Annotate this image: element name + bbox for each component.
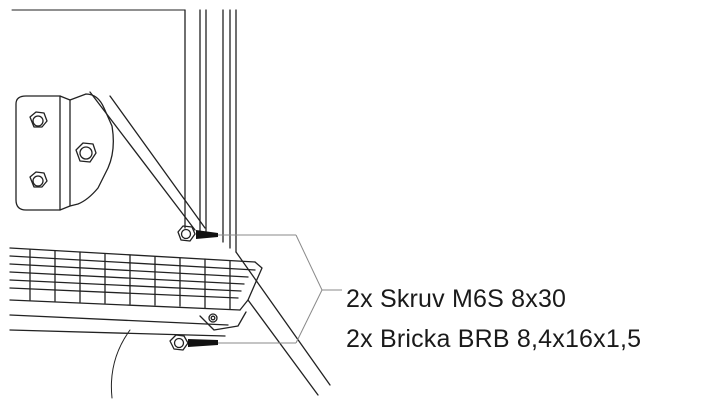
frame-panel: [11, 9, 237, 253]
callout-label-washer: 2x Bricka BRB 8,4x16x1,5: [346, 325, 642, 353]
callout-label-screw: 2x Skruv M6S 8x30: [346, 285, 567, 313]
bracket-bolt-bottom: [29, 171, 48, 188]
bracket-bolt-side: [75, 142, 97, 163]
mounting-bracket: [15, 93, 114, 211]
screw-lower: [169, 334, 218, 351]
platform-support: [110, 251, 331, 399]
grating-platform: [9, 247, 263, 337]
callout-leader: [218, 234, 342, 344]
screw-upper: [177, 225, 218, 242]
bracket-bolt-top: [29, 111, 48, 128]
underside-nut: [208, 313, 218, 323]
diagonal-strut: [89, 91, 206, 231]
